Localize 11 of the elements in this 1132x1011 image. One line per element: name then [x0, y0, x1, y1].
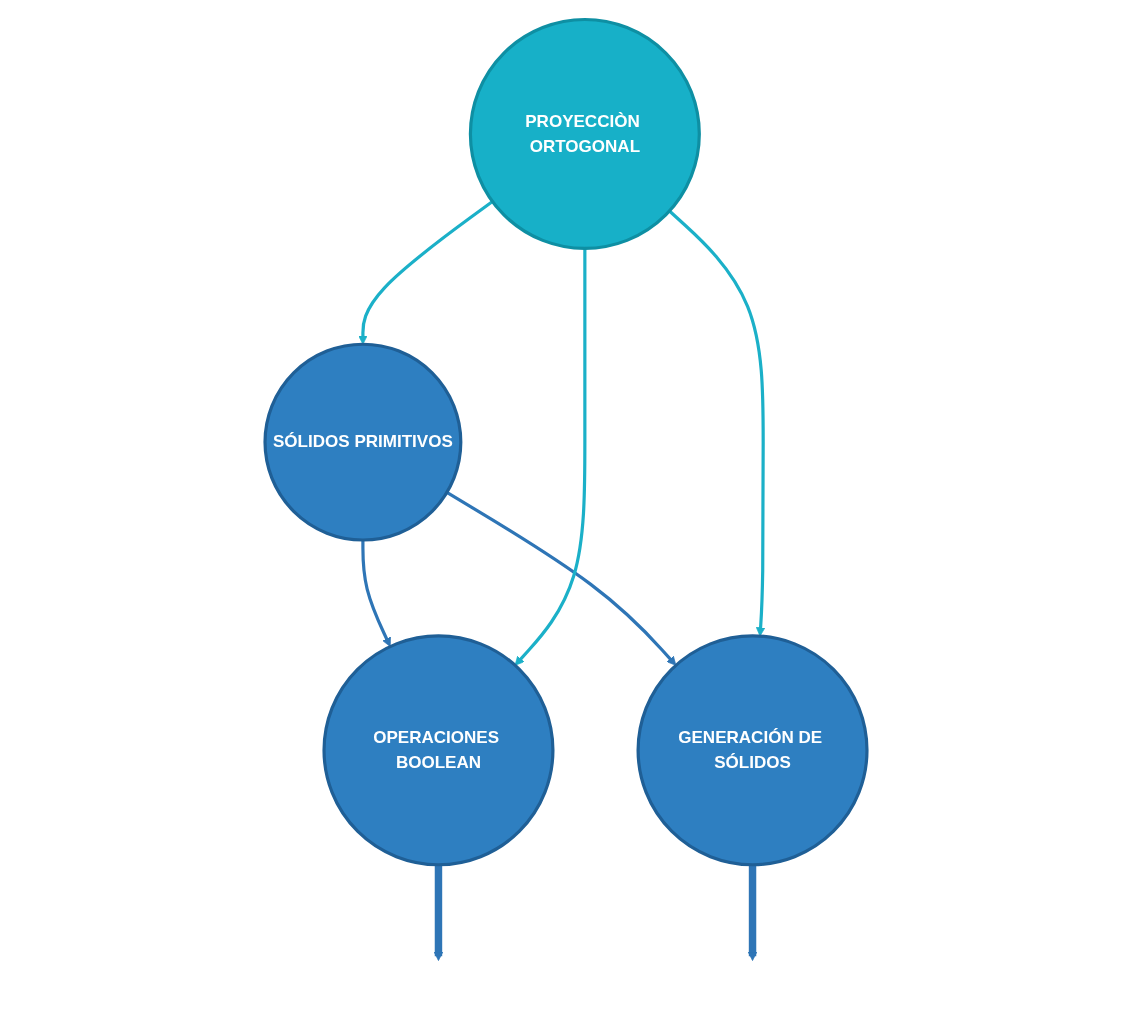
- arrow: [358, 199, 494, 345]
- arrow: [433, 864, 444, 961]
- node-circle: SÓLIDOS PRIMITIVOS: [263, 342, 463, 542]
- arrow: [514, 247, 587, 666]
- arrow: [747, 864, 758, 961]
- node-circle: PROYECCIÒN ORTOGONAL: [468, 17, 701, 250]
- arrow: [446, 490, 677, 666]
- node-circle: OPERACIONES BOOLEAN: [322, 633, 555, 866]
- arrow: [668, 209, 766, 636]
- arrow: [361, 539, 391, 647]
- node-circle: GENERACIÓN DE SÓLIDOS: [636, 633, 869, 866]
